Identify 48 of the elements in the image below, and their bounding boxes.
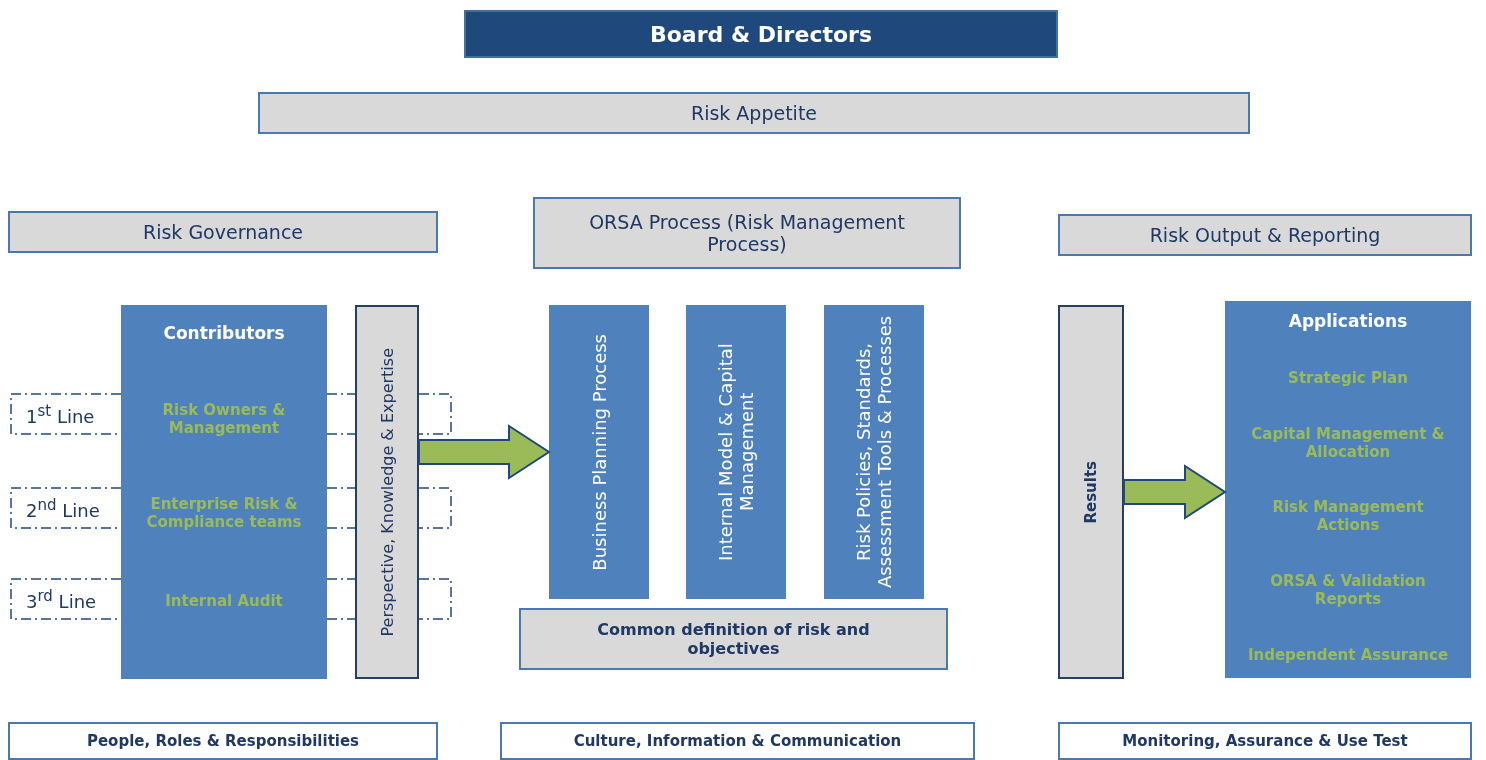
section-header	[1058, 214, 1472, 256]
header-text: ORSA Process (Risk Management Process)	[588, 211, 906, 255]
applications-panel	[1225, 301, 1471, 678]
line-label: 1$^{st}$ Line	[26, 401, 95, 427]
role-text: Risk Owners & Management	[161, 401, 287, 437]
contributors-panel	[121, 305, 327, 679]
header-text: Risk Appetite	[689, 102, 819, 124]
box-text: Culture, Information & Communication	[572, 732, 903, 750]
panel-heading: Contributors	[162, 323, 286, 343]
block-arrow	[418, 424, 551, 480]
panel-heading: Applications	[1288, 311, 1408, 331]
vertical-text: Internal Model & Capital Management	[715, 342, 757, 563]
vertical-bar	[355, 305, 419, 679]
vertical-text: Risk Policies, Standards, Assessment Tools & Processes	[853, 314, 895, 591]
section-header	[533, 197, 961, 269]
box-text: Common definition of risk and objectives	[596, 620, 871, 658]
line-of-defence-band	[10, 578, 121, 620]
process-column	[824, 305, 924, 599]
foundation-box	[519, 608, 948, 670]
application-text: ORSA & Validation Reports	[1269, 572, 1427, 609]
application-text: Risk Management Actions	[1271, 498, 1425, 535]
vertical-text: Perspective, Knowledge & Expertise	[377, 347, 397, 637]
section-header	[8, 211, 438, 253]
application-text: Capital Management & Allocation	[1250, 424, 1446, 461]
title-banner	[464, 10, 1058, 58]
footer-box	[8, 722, 438, 760]
line-label: 2$^{nd}$ Line	[26, 495, 100, 521]
section-header	[258, 92, 1250, 134]
header-text: Risk Governance	[141, 221, 304, 243]
vertical-text: Results	[1082, 460, 1100, 524]
block-arrow	[1123, 464, 1227, 520]
role-text: Enterprise Risk & Compliance teams	[145, 495, 303, 531]
application-text: Strategic Plan	[1288, 368, 1408, 387]
box-text: People, Roles & Responsibilities	[85, 732, 361, 750]
title-text: Board & Directors	[650, 21, 872, 47]
footer-box	[500, 722, 975, 760]
header-text: Risk Output & Reporting	[1148, 224, 1382, 246]
results-bar	[1058, 305, 1124, 679]
process-column	[549, 305, 649, 599]
line-of-defence-band	[10, 487, 121, 529]
box-text: Monitoring, Assurance & Use Test	[1121, 732, 1409, 750]
vertical-text: Business Planning Process	[588, 333, 610, 571]
role-text: Internal Audit	[164, 592, 284, 610]
process-column	[686, 305, 786, 599]
application-text: Independent Assurance	[1247, 646, 1449, 664]
line-of-defence-band	[10, 393, 121, 435]
line-label: 3$^{rd}$ Line	[26, 586, 97, 612]
footer-box	[1058, 722, 1472, 760]
